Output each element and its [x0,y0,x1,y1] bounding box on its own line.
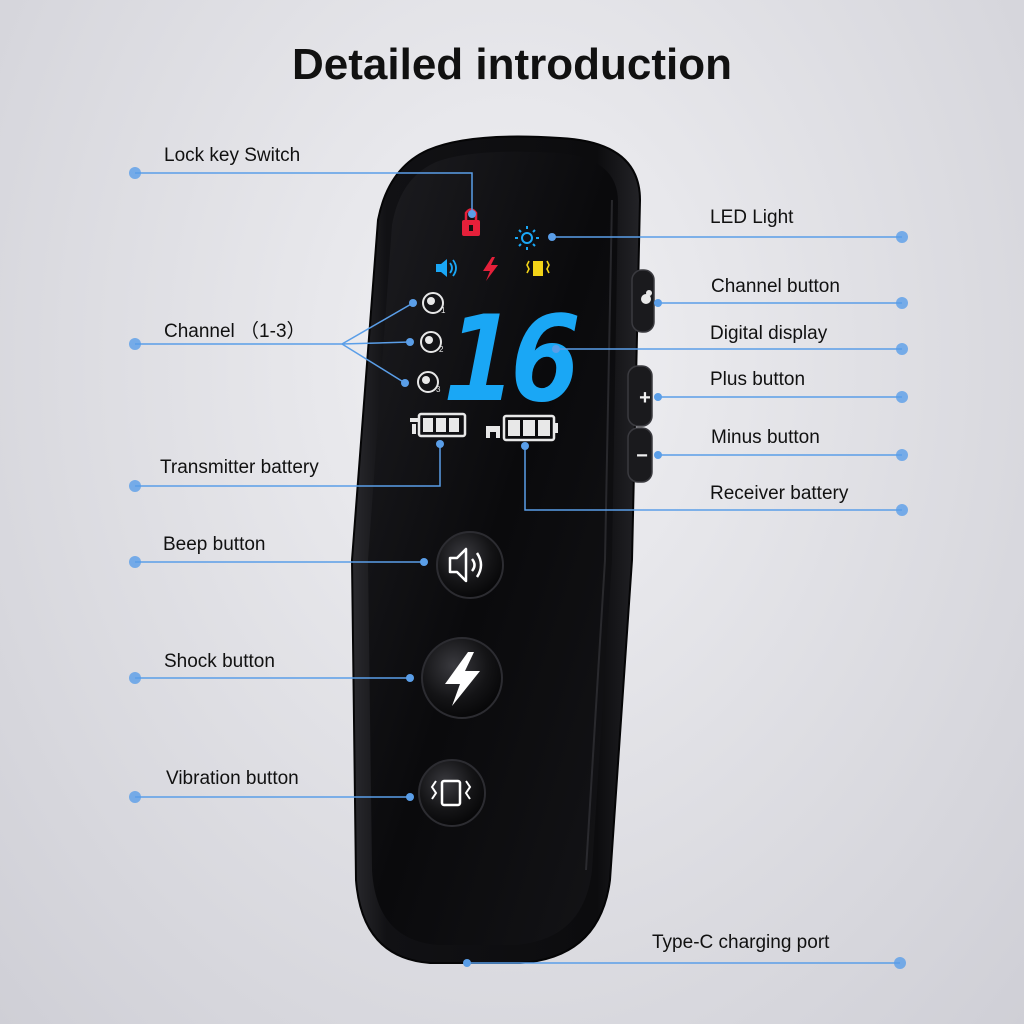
channel-1-icon: 1 [422,292,446,315]
plus-icon: + [639,387,651,409]
callout-dots [129,167,908,969]
channel-2-icon: 2 [420,331,444,354]
transmitter-battery-icon [410,412,467,438]
label-channel: Channel （1-3） [164,321,306,342]
minus-icon: − [636,445,648,467]
page-title: Detailed introduction [292,40,732,89]
label-transmitter-battery: Transmitter battery [160,457,319,478]
svg-text:1: 1 [441,306,446,315]
label-led-light: LED Light [710,207,794,228]
label-minus-button: Minus button [711,427,820,448]
label-vibration-button: Vibration button [166,768,299,789]
label-channel-button: Channel button [711,276,840,297]
side-minus-button[interactable]: − [627,427,653,483]
svg-text:3: 3 [436,385,441,394]
lightning-indicator-icon [483,257,498,281]
speaker-indicator-icon [436,259,457,277]
dog-head-icon [641,290,652,304]
channel-3-icon: 3 [417,371,441,394]
label-lock-key-switch: Lock key Switch [164,145,301,166]
label-type-c-port: Type-C charging port [652,932,830,953]
vibration-button[interactable] [418,759,486,827]
shock-button[interactable] [421,637,503,719]
side-plus-button[interactable]: + [627,365,653,427]
label-digital-display: Digital display [710,323,828,344]
label-beep-button: Beep button [163,534,266,555]
svg-text:2: 2 [439,345,444,354]
label-plus-button: Plus button [710,369,806,390]
digital-display-value: 16 [445,290,578,428]
lightning-icon [445,652,480,706]
vibration-indicator-icon [526,260,550,276]
beep-button[interactable] [436,531,504,599]
sun-icon [515,226,539,250]
callout-lines [135,172,902,964]
label-receiver-battery: Receiver battery [710,483,849,504]
lock-icon [462,208,480,236]
receiver-battery-icon [486,414,558,442]
label-shock-button: Shock button [164,651,275,672]
side-channel-button[interactable] [631,269,655,333]
speaker-icon [448,547,483,583]
vibration-icon [430,779,472,807]
